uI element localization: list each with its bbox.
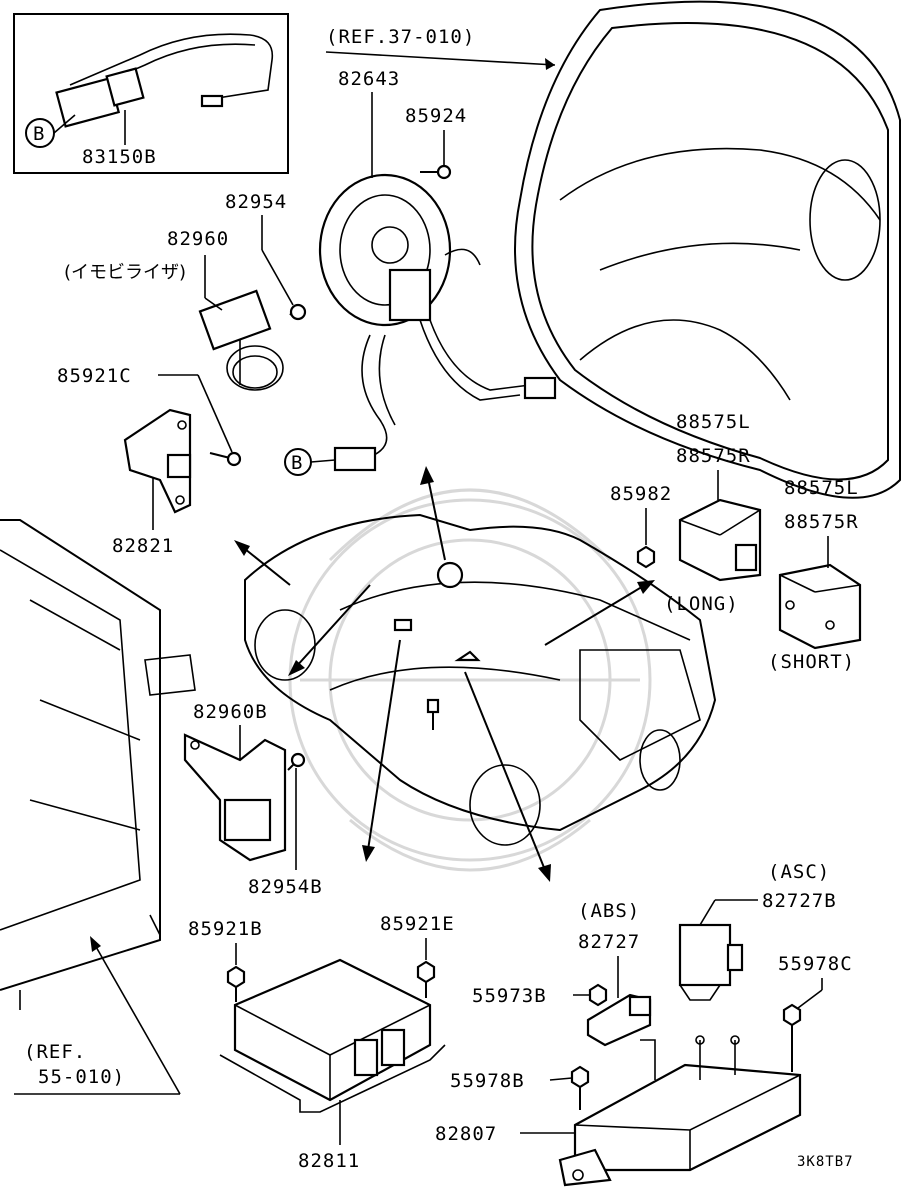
screw-85924 [420,164,452,180]
screw-82954B [287,752,306,771]
connector-inset [13,13,289,174]
part-82643: 82643 [338,68,400,90]
part-82727B: 82727B [762,890,837,912]
part-82954B: 82954B [248,876,323,898]
steering-wheel [514,0,901,499]
bolt-85921E [416,960,436,998]
part-88575R-long: 88575R [676,445,751,467]
part-88575L-short: 88575L [784,477,859,499]
instrument-panel [0,519,196,1010]
part-82960: 82960 [167,228,229,250]
part-88575L-long: 88575L [676,411,751,433]
note-asc: (ASC) [768,861,830,883]
drawing-code: 3K8TB7 [797,1154,854,1170]
watermark-emblem [288,488,652,872]
screw-82954 [289,303,307,321]
part-82960B: 82960B [193,701,268,723]
part-85921E: 85921E [380,913,455,935]
clock-spring [318,173,557,472]
note-long: (LONG) [664,593,739,615]
callout-b-inset: B [33,123,45,145]
ref-instrument-panel-1: (REF. [24,1041,86,1063]
callout-b-clockspring: B [291,452,303,474]
sensor-abs [586,993,652,1047]
bolt-55978B [570,1065,590,1110]
bolt-55978C [782,1003,802,1072]
note-immobilizer: (イモビライザ) [64,262,186,283]
part-55973B: 55973B [472,985,547,1007]
part-85921B: 85921B [188,918,263,940]
part-82954: 82954 [225,191,287,213]
part-82807: 82807 [435,1123,497,1145]
sensor-bracket [123,408,192,514]
note-short: (SHORT) [768,651,855,673]
sensor-short [778,563,862,650]
part-82727: 82727 [578,931,640,953]
vehicle-body [244,513,717,846]
bolt-85921B [226,965,246,1002]
part-85921C: 85921C [57,365,132,387]
sensor-long [678,498,762,582]
part-85924: 85924 [405,105,467,127]
nut-55973B [588,983,608,1007]
part-88575R-short: 88575R [784,511,859,533]
sensor-bracket-82807 [558,1035,802,1187]
note-abs: (ABS) [578,900,640,922]
nut-85982 [636,545,656,569]
immobilizer-coil [198,289,284,391]
sensor-asc [678,923,744,1001]
ref-steering-wheel: (REF.37-010) [326,26,475,48]
part-82811: 82811 [298,1150,360,1172]
part-85982: 85982 [610,483,672,505]
bracket-82960B [183,733,287,862]
bolt-vehicle [426,698,440,730]
screw-85921C [209,451,242,467]
airbag-ecu [219,958,446,1113]
part-83150B: 83150B [82,146,157,168]
part-82821: 82821 [112,535,174,557]
ref-instrument-panel-2: 55-010) [38,1066,125,1088]
arrows [234,466,655,882]
part-55978C: 55978C [778,953,853,975]
part-55978B: 55978B [450,1070,525,1092]
